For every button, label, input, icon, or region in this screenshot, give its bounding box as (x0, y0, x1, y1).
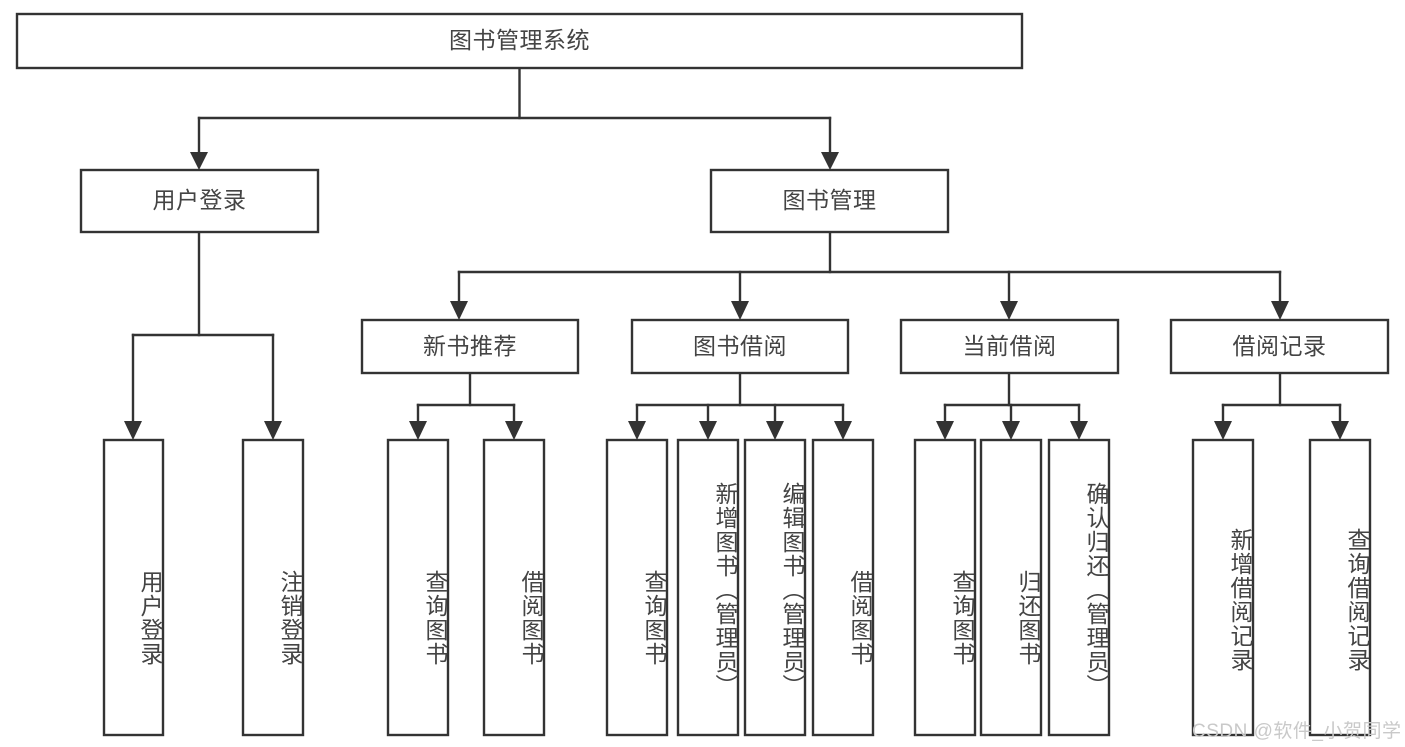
node-box-book-borrow[interactable] (630, 318, 850, 375)
node-box-leaf-bb-borrow-book[interactable] (811, 438, 875, 737)
arrowhead-cb-leaf-1 (936, 421, 954, 440)
arrowhead-bb-leaf-3 (766, 421, 784, 440)
arrowhead-nb-leaf-1 (409, 421, 427, 440)
node-box-leaf-bb-add-book[interactable] (676, 438, 740, 737)
node-box-leaf-user-login[interactable] (102, 438, 165, 737)
edge-group-user-login-to-leaves (124, 230, 282, 440)
arrowhead-nb-leaf-2 (505, 421, 523, 440)
arrowhead-book-manage (821, 152, 839, 170)
node-box-current-borrow[interactable] (899, 318, 1120, 375)
arrowhead-cb-leaf-3 (1070, 421, 1088, 440)
edge-group-book-manage-to-level3 (450, 230, 1289, 320)
node-box-borrow-record[interactable] (1169, 318, 1390, 375)
arrowhead-ul-leaf-2 (264, 421, 282, 440)
edge-group-root-to-level2 (190, 66, 839, 170)
arrowhead-borrow-record (1271, 301, 1289, 320)
arrowhead-new-book (450, 301, 468, 320)
edge-group-new-book-to-leaves (409, 371, 523, 440)
arrowhead-br-leaf-1 (1214, 421, 1232, 440)
edge-group-borrow-record-to-leaves (1214, 371, 1349, 440)
arrowhead-user-login (190, 152, 208, 170)
node-box-leaf-br-add-record[interactable] (1191, 438, 1255, 737)
node-box-leaf-bb-edit-book[interactable] (743, 438, 807, 737)
edge-group-book-borrow-to-leaves (628, 371, 852, 440)
node-box-leaf-nb-query-book[interactable] (386, 438, 450, 737)
node-box-new-book-recommend[interactable] (360, 318, 580, 375)
arrowhead-book-borrow (731, 301, 749, 320)
node-box-root[interactable] (15, 12, 1024, 70)
arrowhead-cb-leaf-2 (1002, 421, 1020, 440)
node-box-leaf-bb-query-book[interactable] (605, 438, 669, 737)
node-box-leaf-nb-borrow-book[interactable] (482, 438, 546, 737)
arrowhead-bb-leaf-2 (699, 421, 717, 440)
arrowhead-bb-leaf-1 (628, 421, 646, 440)
node-box-leaf-cb-confirm-return[interactable] (1047, 438, 1111, 737)
arrowhead-br-leaf-2 (1331, 421, 1349, 440)
node-box-leaf-cb-return-book[interactable] (979, 438, 1043, 737)
node-box-leaf-user-logout[interactable] (241, 438, 305, 737)
node-box-user-login[interactable] (79, 168, 320, 234)
node-box-leaf-br-query-record[interactable] (1308, 438, 1372, 737)
arrowhead-current-borrow (1000, 301, 1018, 320)
arrowhead-ul-leaf-1 (124, 421, 142, 440)
edge-group-current-borrow-to-leaves (936, 371, 1088, 440)
node-box-book-manage[interactable] (709, 168, 950, 234)
arrowhead-bb-leaf-4 (834, 421, 852, 440)
node-box-leaf-cb-query-book[interactable] (913, 438, 977, 737)
